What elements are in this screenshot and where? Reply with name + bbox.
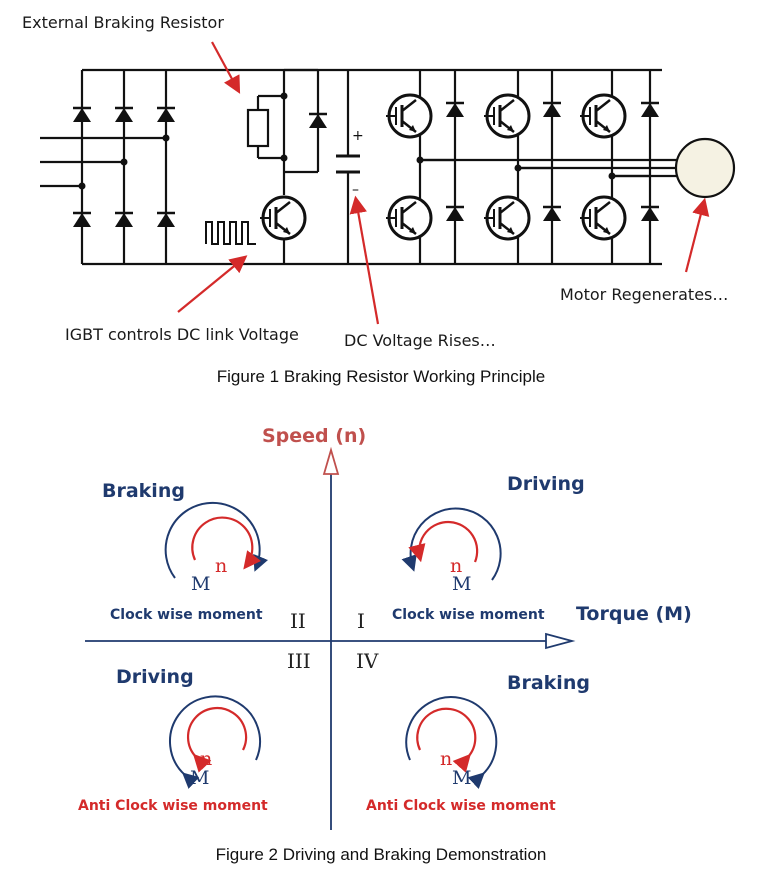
quadrant-II-mode: Braking	[102, 480, 185, 502]
figure2-caption: Figure 2 Driving and Braking Demonstrati…	[216, 845, 547, 864]
quadrant-IV-torque-symbol: M	[452, 767, 471, 789]
igbt-callout: IGBT controls DC link Voltage	[65, 325, 299, 344]
torque-axis-title: Torque (M)	[576, 603, 692, 625]
capacitor-minus-sign: –	[352, 182, 359, 198]
dc-voltage-callout: DC Voltage Rises…	[344, 331, 496, 350]
quadrant-IV-rotation	[405, 696, 498, 790]
pwm-signal-icon	[205, 221, 256, 245]
speed-axis-title: Speed (n)	[262, 425, 366, 447]
quadrant-II-speed-symbol: n	[215, 555, 227, 577]
braking-circuit	[40, 68, 678, 266]
torque-axis-arrowhead	[545, 632, 576, 650]
brake-igbt	[258, 195, 307, 241]
quadrant-numeral-IV: IV	[356, 649, 379, 673]
callout-arrows	[177, 41, 710, 325]
quadrant-IV-mode: Braking	[507, 672, 590, 694]
quadrant-numeral-III: III	[287, 649, 311, 673]
junction-dots	[78, 92, 616, 190]
quadrant-I-moment: Clock wise moment	[392, 607, 545, 623]
quadrant-II-moment: Clock wise moment	[110, 607, 263, 623]
freewheel-diode	[307, 112, 329, 130]
quadrant-IV-moment: Anti Clock wise moment	[366, 798, 556, 814]
quadrant-numeral-I: I	[357, 609, 365, 633]
quadrant-numeral-II: II	[290, 609, 306, 633]
quadrant-I-speed-symbol: n	[450, 555, 462, 577]
quadrant-II-rotation	[164, 501, 268, 579]
figure1-caption: Figure 1 Braking Resistor Working Princi…	[217, 367, 545, 386]
motor	[674, 137, 736, 199]
quadrant-III-speed-symbol: n	[200, 748, 212, 770]
quadrant-III-moment: Anti Clock wise moment	[78, 798, 268, 814]
quadrant-III-mode: Driving	[116, 666, 194, 688]
quadrant-IV-speed-symbol: n	[440, 748, 452, 770]
quadrant-I-torque-symbol: M	[452, 573, 471, 595]
quadrant-III-torque-symbol: M	[190, 767, 209, 789]
quadrant-I-mode: Driving	[507, 473, 585, 495]
motor-callout: Motor Regenerates…	[560, 285, 728, 304]
quadrant-axes	[85, 446, 576, 830]
speed-axis-arrowhead	[322, 446, 340, 475]
quadrant-I-rotation	[401, 507, 502, 581]
capacitor-plus-sign: +	[352, 128, 364, 144]
braking-resistor	[246, 108, 270, 148]
resistor-callout: External Braking Resistor	[22, 13, 224, 32]
quadrant-III-rotation	[169, 695, 261, 789]
quadrant-II-torque-symbol: M	[191, 573, 210, 595]
